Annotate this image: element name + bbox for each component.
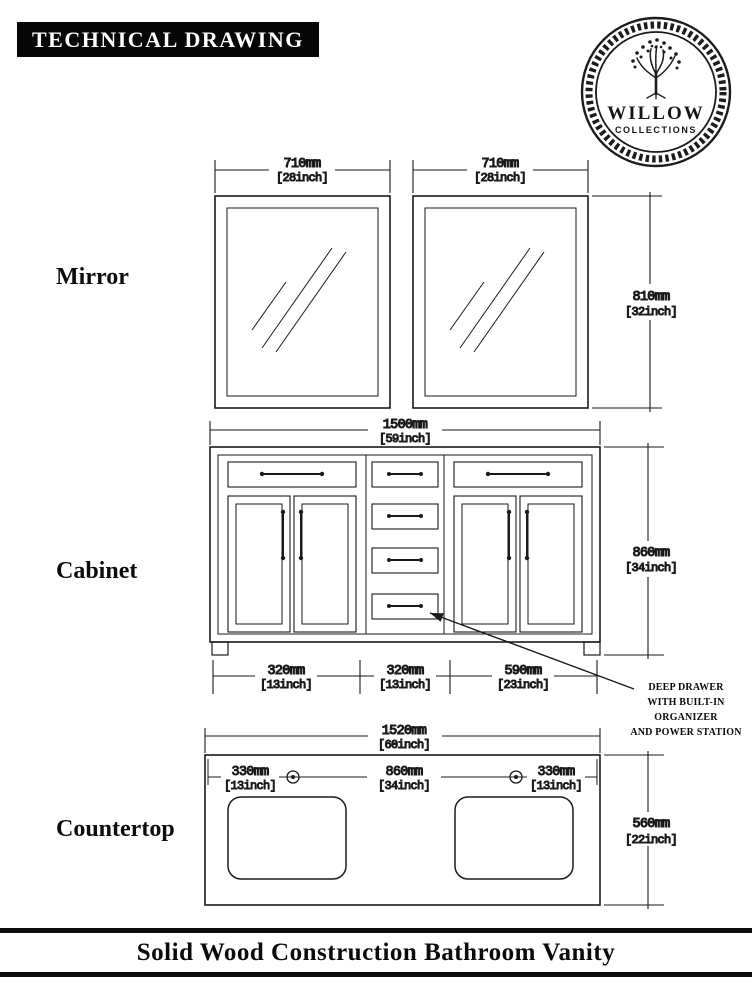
cabinet-left-top-drawer: [227, 461, 357, 488]
logo-sub-text: COLLECTIONS: [615, 125, 697, 135]
note-line-4: AND POWER STATION: [630, 727, 742, 738]
dim-seg-mid-mm: 320mm: [386, 664, 424, 679]
cabinet-body: [209, 446, 601, 643]
dim-seg-mid-in: [13inch]: [379, 678, 431, 692]
dim-counter-right-mm: 330mm: [537, 765, 575, 780]
willow-collections-logo: WILLOW COLLECTIONS: [580, 16, 732, 168]
logo-outer-ring: [580, 16, 732, 168]
dim-counter-width-in: [60inch]: [378, 738, 430, 752]
mirror-left-drawing: [214, 195, 391, 409]
mirror-right-drawing: [412, 195, 589, 409]
dim-counter-height-mm: 560mm: [632, 817, 670, 832]
dim-mirror-width-in: [28inch]: [276, 171, 328, 185]
dim-counter-height-in: [22inch]: [625, 833, 677, 847]
countertop-body: [204, 754, 601, 906]
cabinet-deep-drawer: [371, 593, 439, 620]
dim-counter-width-mm: 1520mm: [382, 724, 427, 739]
dim-cabinet-height-mm: 860mm: [632, 546, 670, 561]
countertop-height-dimension: 560mm [22inch]: [604, 751, 678, 909]
dim-mirror2-width-in: [28inch]: [474, 171, 526, 185]
sink-left: [227, 796, 347, 880]
logo-tree-icon: [631, 38, 681, 100]
dim-seg-left-in: [13inch]: [260, 678, 312, 692]
dim-counter-center-mm: 860mm: [385, 765, 423, 780]
dim-mirror2-width-mm: 710mm: [481, 157, 519, 172]
dim-seg-right-mm: 590mm: [504, 664, 542, 679]
dim-counter-right-in: [13inch]: [530, 779, 582, 793]
logo-rope-ring: [585, 21, 727, 163]
dim-cabinet-height-in: [34inch]: [625, 561, 677, 575]
dim-cabinet-width-in: [59inch]: [379, 432, 431, 446]
logo-tree-leaves: [631, 38, 681, 70]
countertop-inner-dimensions: 330mm [13inch] 860mm [34inch] 330mm [13i…: [207, 759, 598, 794]
logo-brand-text: WILLOW: [607, 103, 705, 124]
cabinet-left-doors: [227, 495, 357, 633]
page-title-text: TECHNICAL DRAWING: [32, 27, 304, 52]
mirror-left-width-dimension: 710mm [28inch]: [214, 152, 391, 193]
deep-drawer-arrow: [429, 612, 635, 690]
page-title: TECHNICAL DRAWING: [17, 22, 319, 57]
countertop-width-dimension: 1520mm [60inch]: [204, 719, 601, 753]
faucet-holes: [286, 770, 523, 784]
mirror-right-width-dimension: 710mm [28inch]: [412, 152, 589, 193]
dim-counter-left-in: [13inch]: [224, 779, 276, 793]
logo-inner-ring: [595, 31, 717, 153]
section-label-countertop: Countertop: [56, 816, 175, 842]
section-label-cabinet: Cabinet: [56, 558, 138, 584]
dim-counter-left-mm: 330mm: [231, 765, 269, 780]
deep-drawer-note: DEEP DRAWER WITH BUILT-IN ORGANIZER AND …: [620, 680, 752, 740]
dim-mirror-height-mm: 810mm: [632, 290, 670, 305]
section-label-mirror: Mirror: [56, 264, 129, 290]
dim-counter-center-in: [34inch]: [378, 779, 430, 793]
cabinet-center-drawer-stack: [371, 461, 439, 620]
note-line-3: ORGANIZER: [654, 712, 718, 723]
mirror-height-dimension: 810mm [32inch]: [592, 192, 678, 412]
cabinet-height-dimension: 860mm [34inch]: [604, 443, 678, 659]
cabinet-drawing: [209, 446, 601, 656]
footer-title: Solid Wood Construction Bathroom Vanity: [136, 939, 616, 966]
countertop-drawing: 330mm [13inch] 860mm [34inch] 330mm [13i…: [204, 754, 601, 906]
note-line-1: DEEP DRAWER: [648, 682, 724, 693]
cabinet-width-dimension: 1500mm [59inch]: [209, 413, 601, 447]
cabinet-bottom-dimensions: 320mm [13inch] 320mm [13inch] 590mm [23i…: [212, 660, 598, 694]
cabinet-right-leg: [583, 641, 601, 656]
note-line-2: WITH BUILT-IN: [647, 697, 725, 708]
dim-seg-right-in: [23inch]: [497, 678, 549, 692]
dim-cabinet-width-mm: 1500mm: [383, 418, 428, 433]
dim-mirror-width-mm: 710mm: [283, 157, 321, 172]
dim-mirror-height-in: [32inch]: [625, 305, 677, 319]
dim-seg-left-mm: 320mm: [267, 664, 305, 679]
cabinet-right-top-drawer: [453, 461, 583, 488]
cabinet-left-leg: [211, 641, 229, 656]
footer-rule-bottom: [0, 972, 752, 977]
sink-right: [454, 796, 574, 880]
footer-rule-top: [0, 928, 752, 933]
cabinet-right-doors: [453, 495, 583, 633]
